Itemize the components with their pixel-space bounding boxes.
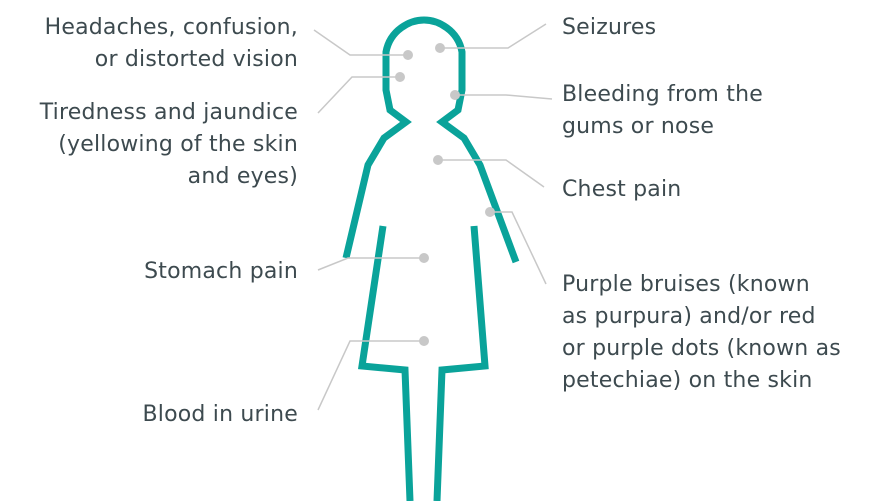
body-lower-outline [362,226,485,501]
dot-bleeding [450,90,460,100]
label-stomach-pain: Stomach pain [144,256,298,288]
label-chest-pain: Chest pain [562,174,681,206]
dot-tiredness [395,72,405,82]
label-blood-in-urine: Blood in urine [142,399,298,431]
label-seizures: Seizures [562,12,656,44]
leader-line-stomach [318,258,424,270]
label-bruises: Purple bruises (known as purpura) and/or… [562,269,841,397]
dot-stomach [419,253,429,263]
dot-chest [433,155,443,165]
dot-headaches [403,50,413,60]
label-bleeding: Bleeding from the gums or nose [562,79,763,143]
dot-bruises [485,207,495,217]
label-tiredness: Tiredness and jaundice (yellowing of the… [40,97,298,193]
leader-line-chest [438,160,544,187]
dot-blood-urine [419,336,429,346]
dot-seizures [435,43,445,53]
leader-line-bleeding [455,95,552,99]
body-outline [346,20,516,262]
label-headaches: Headaches, confusion, or distorted visio… [45,12,298,76]
